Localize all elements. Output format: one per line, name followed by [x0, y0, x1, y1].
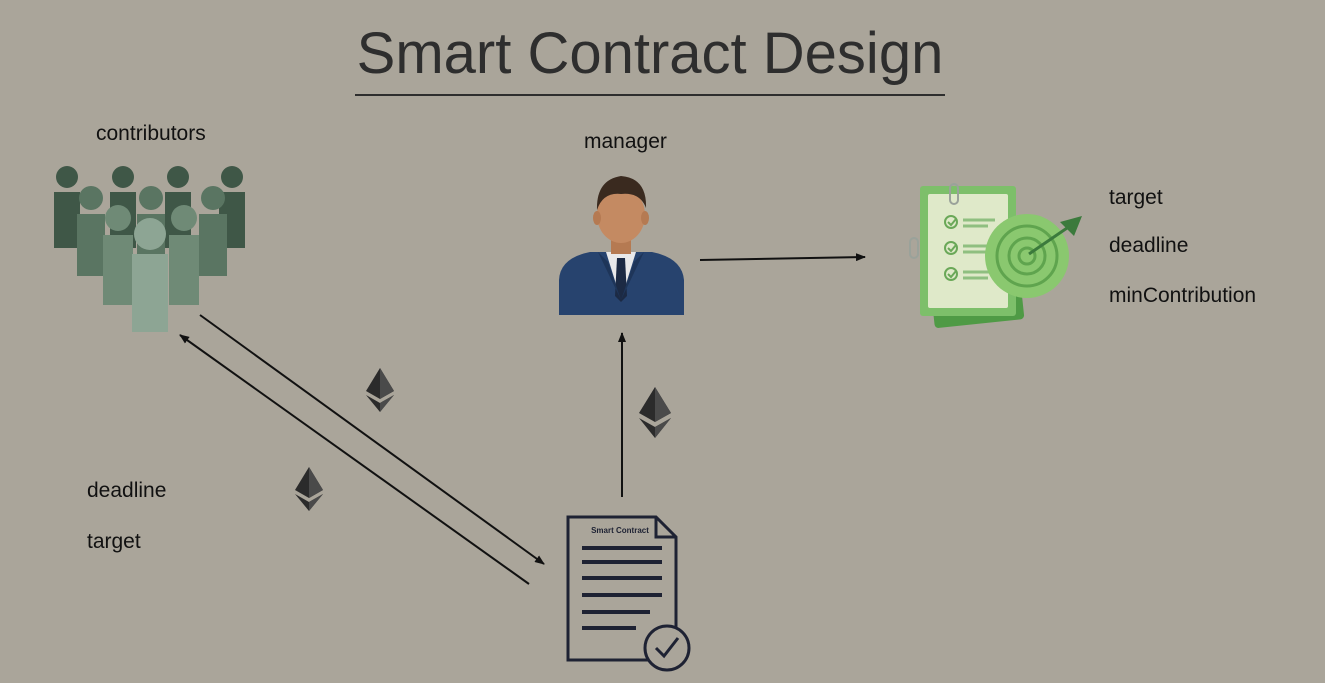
- arrow-contract-to-contributors: [179, 334, 530, 585]
- ethereum-icon: [366, 368, 394, 412]
- campaign-param-target: target: [1109, 186, 1163, 209]
- ethereum-icon: [639, 387, 671, 438]
- contract-param-deadline: deadline: [87, 479, 167, 502]
- arrow-manager-to-campaign: [699, 253, 866, 262]
- campaign-param-min-contribution: minContribution: [1109, 284, 1257, 307]
- campaign-param-deadline: deadline: [1109, 234, 1189, 257]
- smart-contract-document-icon: Smart Contract: [566, 515, 691, 672]
- slide-title: Smart Contract Design: [0, 22, 1300, 96]
- arrow-contributors-to-contract: [199, 314, 545, 565]
- smart-contract-doc-title: Smart Contract: [591, 526, 649, 535]
- people-group-icon: [54, 166, 245, 332]
- contributors-label: contributors: [96, 122, 206, 145]
- goal-checklist-icon: [909, 183, 1082, 328]
- businessman-icon: [559, 176, 684, 315]
- ethereum-icon: [295, 467, 323, 511]
- contract-param-target: target: [87, 530, 141, 553]
- manager-label: manager: [584, 130, 667, 153]
